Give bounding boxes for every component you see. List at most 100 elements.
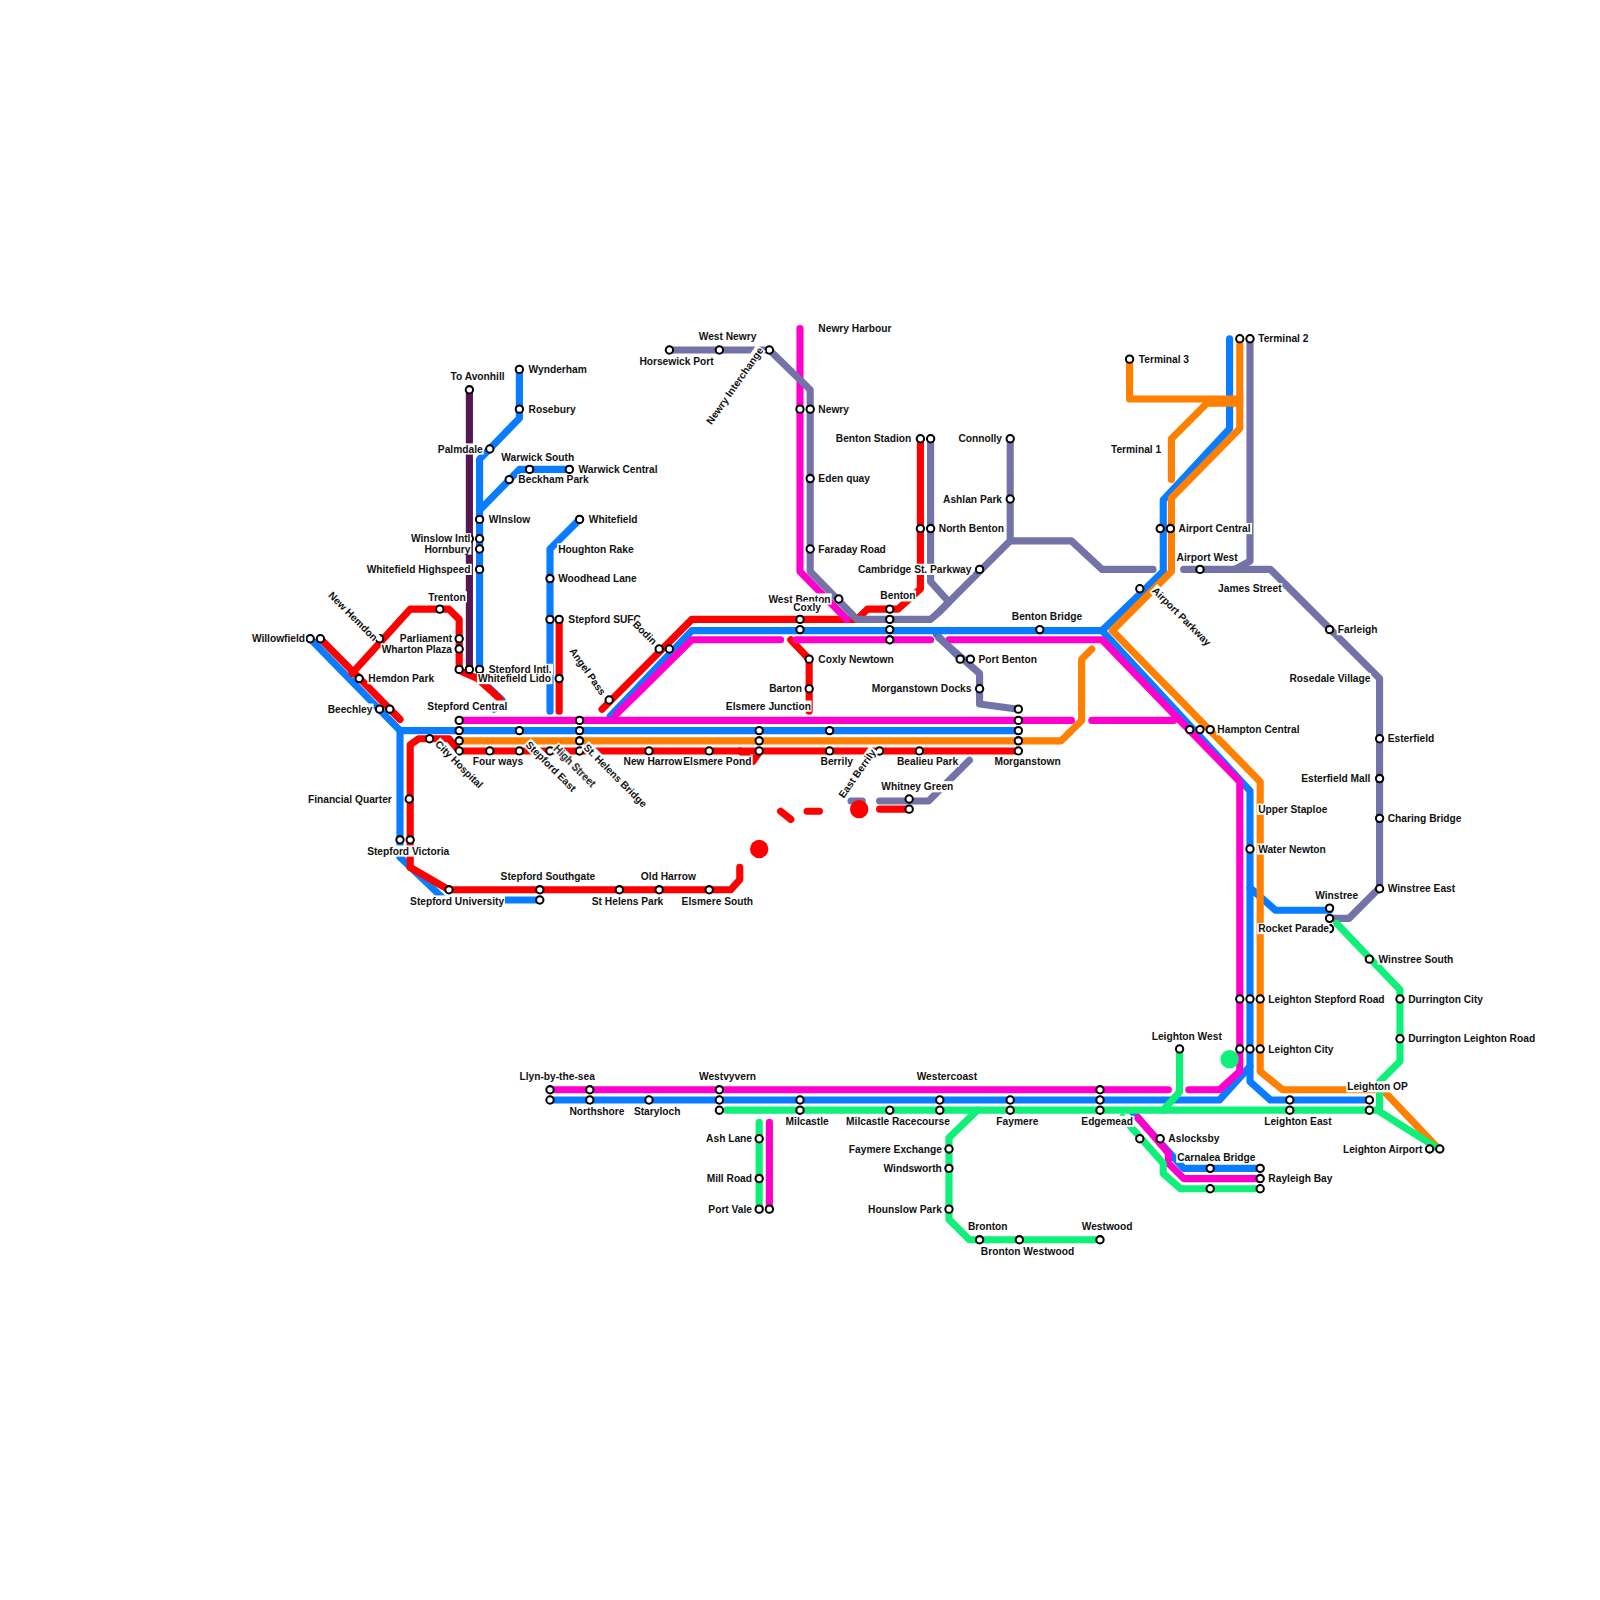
rail-line xyxy=(939,638,1019,709)
rail-line xyxy=(796,636,931,643)
station-dot xyxy=(1396,995,1403,1002)
station-label: Upper Staploe xyxy=(1257,804,1328,815)
station-dot xyxy=(1126,356,1133,363)
station-dot xyxy=(886,616,893,623)
station-label: Bodin xyxy=(630,618,660,648)
station-dot xyxy=(886,606,893,613)
station-label: Leighton Airport xyxy=(1342,1143,1424,1154)
station-label: Horsewick Port xyxy=(638,356,714,367)
station-label: Benton xyxy=(879,590,916,601)
station-dot xyxy=(906,806,913,813)
station-label: Milcastle Racecourse xyxy=(845,1116,951,1127)
station-dot xyxy=(716,346,723,353)
station-dot xyxy=(1246,845,1253,852)
station-label: Mill Road xyxy=(706,1173,753,1184)
station-dot xyxy=(766,1206,773,1213)
station-label: Elsmere Junction xyxy=(725,701,812,712)
station-dot xyxy=(586,1086,593,1093)
station-label: Stepford University xyxy=(409,895,505,906)
station-dot xyxy=(1366,1107,1373,1114)
station-dot xyxy=(1207,1165,1214,1172)
station-label: Leighton Stepford Road xyxy=(1267,993,1385,1004)
rail-line xyxy=(410,739,1018,868)
rail-line xyxy=(466,390,473,674)
station-label: Ashlan Park xyxy=(942,493,1003,504)
station-dot xyxy=(756,727,763,734)
rail-line xyxy=(1092,717,1174,724)
station-label: Trenton xyxy=(427,591,466,602)
station-dot xyxy=(756,1175,763,1182)
station-label: Northshore xyxy=(568,1106,625,1117)
station-dot xyxy=(476,666,483,673)
station-label: Bronton xyxy=(967,1221,1009,1232)
station-label: Llyn-by-the-sea xyxy=(518,1071,595,1082)
station-dot xyxy=(756,737,763,744)
station-dot xyxy=(1015,747,1022,754)
station-dot xyxy=(945,1206,952,1213)
station-dot xyxy=(576,717,583,724)
rail-line xyxy=(410,867,740,889)
station-dot xyxy=(1236,335,1243,342)
station-label: Wynderham xyxy=(528,364,588,375)
station-label: Coxly Newtown xyxy=(817,654,894,665)
station-dot xyxy=(927,435,934,442)
station-dot xyxy=(1436,1145,1443,1152)
station-label: Milcastle xyxy=(785,1116,830,1127)
station-dot xyxy=(576,516,583,523)
station-dot xyxy=(807,406,814,413)
station-label: Benton Stadion xyxy=(835,433,912,444)
rail-line xyxy=(550,1086,1168,1093)
station-dot xyxy=(536,886,543,893)
station-label: Bealieu Park xyxy=(896,756,959,767)
station-dot xyxy=(716,1086,723,1093)
station-dot xyxy=(1246,1045,1253,1052)
rail-line xyxy=(352,609,500,699)
station-dot xyxy=(917,435,924,442)
station-dot xyxy=(666,645,673,652)
station-label: Whitefield Lido xyxy=(477,673,552,684)
station-label: North Benton xyxy=(938,523,1005,534)
station-label: Durrington City xyxy=(1407,993,1484,1004)
station-dot xyxy=(945,1165,952,1172)
station-label: Bronton Westwood xyxy=(980,1245,1075,1256)
station-dot xyxy=(706,886,713,893)
station-dot xyxy=(976,566,983,573)
station-label: Port Vale xyxy=(707,1204,753,1215)
station-dot xyxy=(1007,435,1014,442)
station-label: Old Harrow xyxy=(640,871,697,882)
rail-line xyxy=(1102,631,1370,1100)
station-dot xyxy=(556,616,563,623)
station-dot xyxy=(1096,1236,1103,1243)
station-label: West Newry xyxy=(698,331,758,342)
station-dot xyxy=(516,366,523,373)
station-label: Charing Bridge xyxy=(1387,813,1463,824)
station-dot xyxy=(426,735,433,742)
station-label: New Hemdon xyxy=(326,589,381,644)
station-dot xyxy=(556,675,563,682)
station-dot xyxy=(386,706,393,713)
station-dot xyxy=(1196,566,1203,573)
station-dot xyxy=(1396,1035,1403,1042)
station-dot xyxy=(456,645,463,652)
rail-line xyxy=(1184,339,1380,919)
line-dot xyxy=(750,840,768,858)
station-label: Four ways xyxy=(472,756,525,767)
station-dot xyxy=(307,635,314,642)
station-dot xyxy=(1257,1045,1264,1052)
station-dot xyxy=(1096,1086,1103,1093)
rail-line xyxy=(1171,403,1239,480)
station-dot xyxy=(1007,1107,1014,1114)
station-dot xyxy=(1186,726,1193,733)
station-label: Beckham Park xyxy=(517,474,589,485)
station-dot xyxy=(756,1206,763,1213)
station-dot xyxy=(476,535,483,542)
station-dot xyxy=(476,545,483,552)
station-label: Hemdon Park xyxy=(367,673,435,684)
station-dot xyxy=(807,545,814,552)
rail-line xyxy=(480,369,520,709)
station-label: Woodhead Lane xyxy=(557,573,638,584)
station-label: Palmdale xyxy=(437,443,484,454)
rail-line xyxy=(880,806,909,813)
station-label: Elsmere Pond xyxy=(682,756,752,767)
station-label: Winstree xyxy=(1314,890,1359,901)
